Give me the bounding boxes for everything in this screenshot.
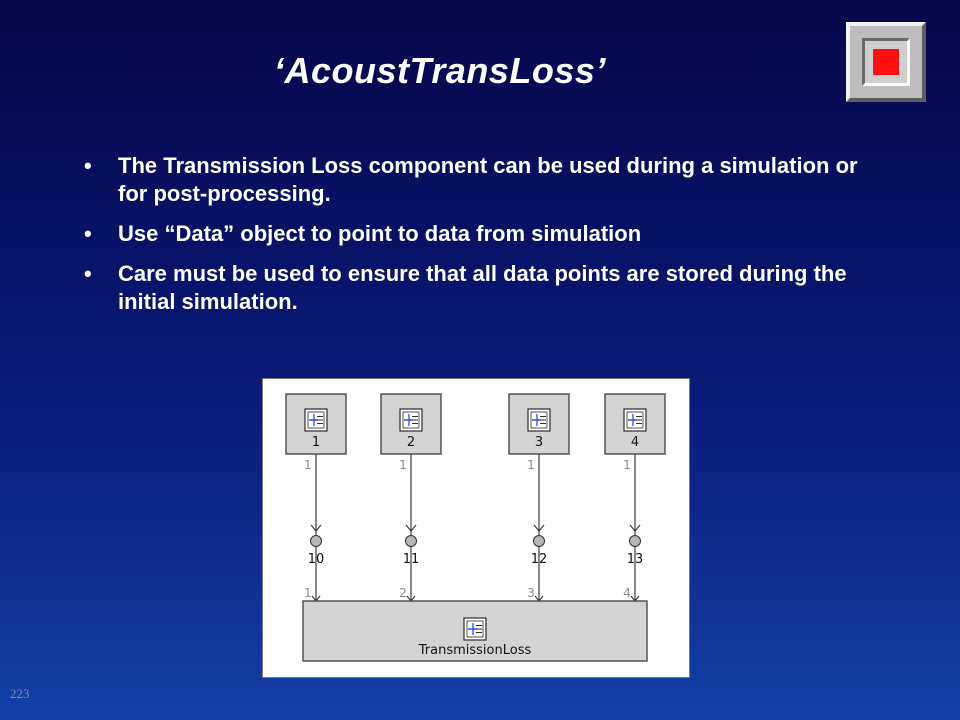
junction-node-label: 10 <box>308 552 325 567</box>
connector-arrow <box>405 524 417 532</box>
bullet-list: • The Transmission Loss component can be… <box>84 152 884 328</box>
output-port-label: 1 <box>304 458 312 472</box>
source-block-label: 2 <box>407 435 415 450</box>
transmission-loss-label: TransmissionLoss <box>418 643 532 658</box>
output-port-label: 1 <box>527 458 535 472</box>
junction-node <box>533 535 545 547</box>
bullet-marker: • <box>84 261 92 286</box>
input-port-label: 2 <box>399 586 407 600</box>
output-port-label: 1 <box>399 458 407 472</box>
junction-node-label: 12 <box>531 552 548 567</box>
junction-node-label: 13 <box>627 552 644 567</box>
block-icon <box>399 408 423 432</box>
slide-title: ‘AcoustTransLoss’ <box>274 50 606 91</box>
junction-node <box>405 535 417 547</box>
bullet-marker: • <box>84 153 92 178</box>
junction-node <box>629 535 641 547</box>
source-block-label: 1 <box>312 435 320 450</box>
input-port-label: 1 <box>304 586 312 600</box>
junction-node <box>310 535 322 547</box>
input-port-label: 4 <box>623 586 631 600</box>
stop-button[interactable] <box>846 22 926 102</box>
page-number: 223 <box>10 686 30 701</box>
connector-arrow <box>310 524 322 532</box>
input-port-label: 3 <box>527 586 535 600</box>
block-icon <box>527 408 551 432</box>
junction-node-label: 11 <box>403 552 420 567</box>
stop-icon <box>862 38 910 86</box>
connector-arrow <box>533 524 545 532</box>
block-icon <box>304 408 328 432</box>
bullet-marker: • <box>84 221 92 246</box>
bullet-item: • Care must be used to ensure that all d… <box>84 260 884 316</box>
bullet-text: The Transmission Loss component can be u… <box>118 153 858 206</box>
bullet-text: Use “Data” object to point to data from … <box>118 221 642 246</box>
source-block-label: 4 <box>631 435 639 450</box>
output-port-label: 1 <box>623 458 631 472</box>
bullet-item: • Use “Data” object to point to data fro… <box>84 220 884 248</box>
bullet-text: Care must be used to ensure that all dat… <box>118 261 847 314</box>
block-icon <box>463 617 487 641</box>
bullet-item: • The Transmission Loss component can be… <box>84 152 884 208</box>
source-block-label: 3 <box>535 435 543 450</box>
block-icon <box>623 408 647 432</box>
stop-square <box>873 49 899 75</box>
connector-arrow <box>629 524 641 532</box>
